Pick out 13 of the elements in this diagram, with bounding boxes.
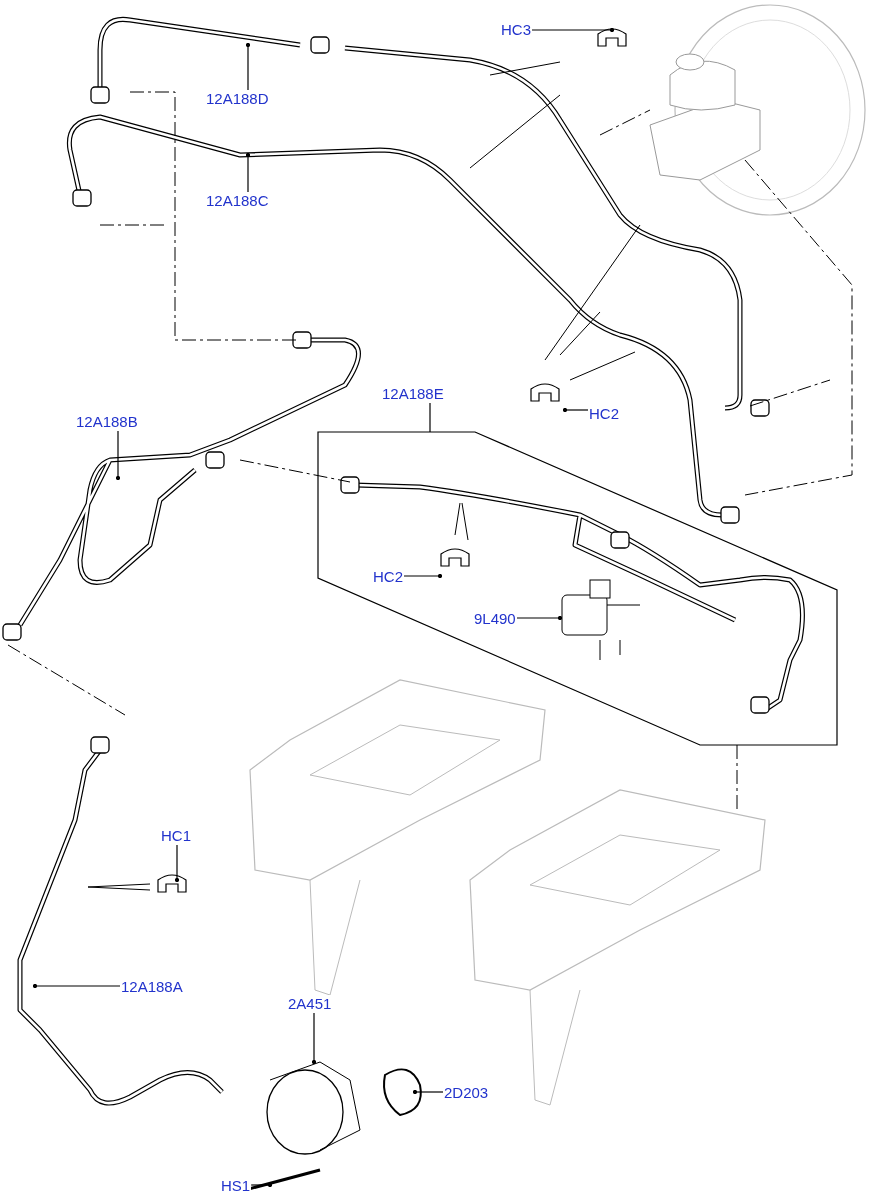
leader-line (412, 1089, 444, 1095)
leader-line (32, 983, 121, 989)
leader-line (311, 1012, 317, 1065)
leader-line (245, 152, 251, 193)
leader-line (250, 1182, 273, 1188)
leader-line (429, 402, 431, 433)
leader-line (531, 27, 615, 33)
leader-line (403, 573, 443, 579)
leader-line (562, 407, 589, 413)
leader-line (245, 42, 251, 91)
leader-line (516, 615, 563, 621)
leader-line (115, 430, 121, 481)
leader-line (174, 844, 180, 883)
